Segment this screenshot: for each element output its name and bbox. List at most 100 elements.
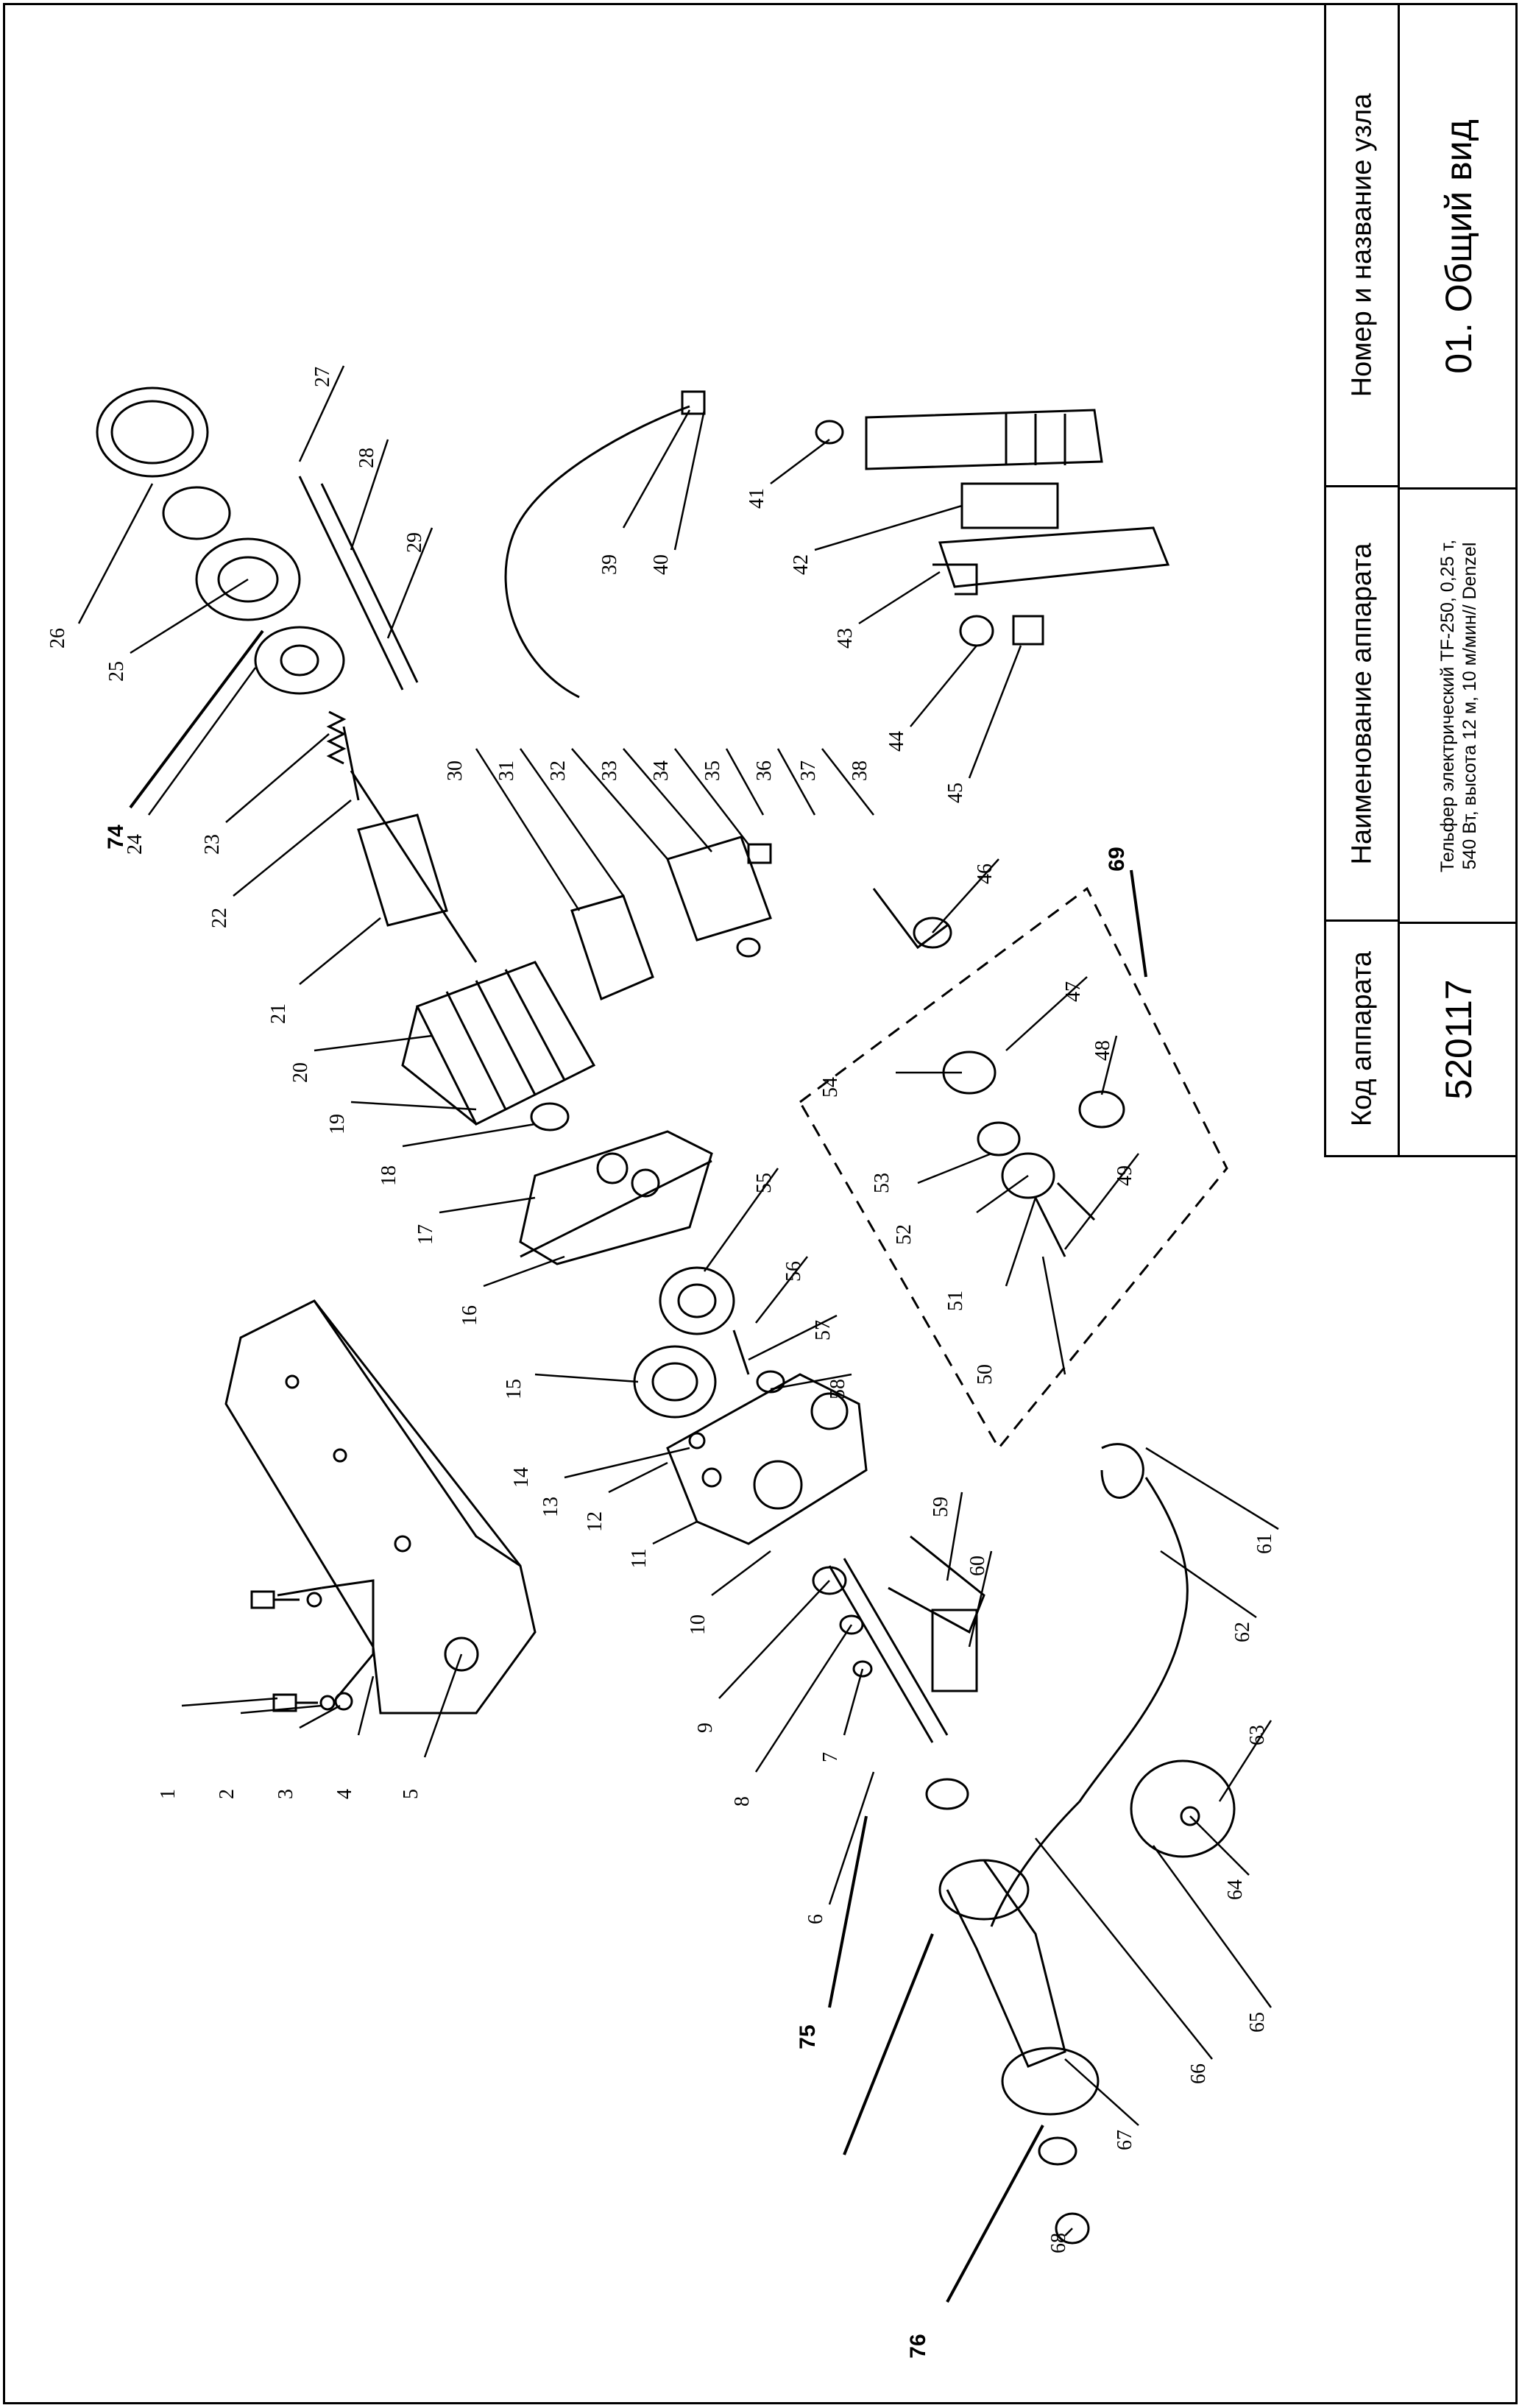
drive-shaft — [812, 1558, 949, 1743]
brake-fan-assembly — [96, 386, 345, 695]
part-label-39: 39 — [598, 554, 621, 575]
tie-rods — [298, 476, 419, 691]
code-value-cell: 520117 — [1400, 922, 1518, 1155]
part-label-60: 60 — [966, 1556, 989, 1576]
part-label-44: 44 — [885, 731, 908, 752]
part-label-36: 36 — [753, 760, 776, 781]
name-header-cell: Наименование аппарата — [1326, 487, 1400, 922]
node-header-cell: Номер и название узла — [1326, 5, 1400, 487]
power-cable — [504, 390, 706, 699]
part-label-15: 15 — [503, 1379, 525, 1399]
part-label-14: 14 — [510, 1467, 533, 1488]
spring — [326, 710, 347, 765]
part-label-74: 74 — [104, 825, 128, 850]
switch-components — [872, 615, 1044, 950]
part-label-29: 29 — [403, 532, 426, 553]
rotor-shaft — [342, 726, 478, 963]
part-label-13: 13 — [539, 1497, 562, 1517]
part-label-30: 30 — [444, 760, 467, 781]
part-label-52: 52 — [893, 1224, 916, 1245]
part-label-12: 12 — [584, 1511, 606, 1532]
part-label-27: 27 — [311, 367, 334, 387]
part-label-51: 51 — [944, 1290, 967, 1311]
part-label-6: 6 — [804, 1914, 827, 1924]
part-label-26: 26 — [46, 628, 69, 649]
title-block: Код аппарата Наименование аппарата Номер… — [1324, 5, 1518, 1157]
part-label-19: 19 — [326, 1114, 349, 1134]
part-label-25: 25 — [105, 661, 128, 682]
part-label-22: 22 — [208, 908, 231, 928]
part-label-17: 17 — [414, 1224, 437, 1245]
part-label-43: 43 — [834, 628, 857, 649]
part-label-5: 5 — [400, 1789, 422, 1799]
part-label-9: 9 — [694, 1723, 717, 1733]
mounting-bracket — [224, 1299, 537, 1715]
part-label-54: 54 — [819, 1077, 842, 1098]
part-label-28: 28 — [355, 448, 378, 468]
part-label-3: 3 — [275, 1789, 297, 1799]
flange-plate — [519, 1130, 713, 1265]
motor-body — [401, 961, 596, 1131]
part-label-4: 4 — [333, 1789, 356, 1799]
hook-assembly — [990, 1443, 1236, 1927]
part-label-63: 63 — [1246, 1725, 1269, 1745]
part-label-66: 66 — [1187, 2063, 1210, 2084]
part-label-53: 53 — [871, 1173, 893, 1193]
part-label-41: 41 — [746, 488, 768, 509]
part-label-49: 49 — [1114, 1165, 1136, 1186]
part-label-34: 34 — [650, 760, 673, 781]
control-pendant — [815, 409, 1103, 529]
part-label-45: 45 — [944, 783, 967, 803]
part-label-37: 37 — [797, 760, 820, 781]
part-label-8: 8 — [731, 1796, 754, 1807]
part-label-31: 31 — [495, 760, 518, 781]
drawing-sheet: Код аппарата Наименование аппарата Номер… — [3, 3, 1518, 2404]
part-label-61: 61 — [1253, 1533, 1276, 1554]
part-label-76: 76 — [906, 2334, 930, 2358]
leader-lines — [77, 365, 1279, 2303]
part-label-58: 58 — [827, 1379, 849, 1399]
part-label-67: 67 — [1114, 2130, 1136, 2150]
part-label-16: 16 — [459, 1305, 481, 1326]
exploded-view-diagram: 1234567891011121314151617181920212223242… — [46, 365, 1279, 2359]
part-label-46: 46 — [974, 864, 997, 884]
part-label-62: 62 — [1231, 1622, 1254, 1642]
part-label-47: 47 — [1062, 981, 1085, 1002]
part-label-55: 55 — [753, 1173, 776, 1193]
part-label-57: 57 — [812, 1320, 835, 1341]
part-label-48: 48 — [1091, 1040, 1114, 1061]
part-label-68: 68 — [1047, 2233, 1070, 2253]
part-label-23: 23 — [201, 834, 224, 855]
part-label-7: 7 — [819, 1752, 842, 1762]
part-label-1: 1 — [157, 1789, 180, 1799]
code-header-cell: Код аппарата — [1326, 922, 1400, 1155]
part-label-11: 11 — [628, 1549, 651, 1569]
part-label-56: 56 — [782, 1261, 805, 1282]
part-label-33: 33 — [598, 760, 621, 781]
terminal-box — [570, 836, 772, 1001]
part-label-18: 18 — [378, 1165, 400, 1186]
rope-drum — [925, 1778, 1100, 2245]
part-label-75: 75 — [796, 2024, 820, 2049]
part-label-21: 21 — [267, 1003, 290, 1024]
part-label-40: 40 — [650, 554, 673, 575]
part-label-10: 10 — [687, 1614, 709, 1635]
part-label-69: 69 — [1105, 847, 1129, 871]
limit-switch-group — [799, 886, 1228, 1450]
part-label-32: 32 — [547, 760, 570, 781]
part-label-24: 24 — [124, 834, 146, 855]
part-label-64: 64 — [1224, 1879, 1247, 1900]
part-label-35: 35 — [701, 760, 724, 781]
name-value-cell: Тельфер электрический TF-250, 0,25 т, 54… — [1400, 487, 1518, 922]
part-label-20: 20 — [289, 1062, 312, 1083]
part-label-42: 42 — [790, 554, 813, 575]
part-label-38: 38 — [849, 760, 871, 781]
bolt-group — [250, 1590, 353, 1712]
part-label-50: 50 — [974, 1364, 997, 1385]
part-label-2: 2 — [216, 1789, 238, 1799]
pendant-housing — [932, 526, 1170, 596]
part-label-59: 59 — [930, 1497, 952, 1517]
part-label-65: 65 — [1246, 2012, 1269, 2033]
